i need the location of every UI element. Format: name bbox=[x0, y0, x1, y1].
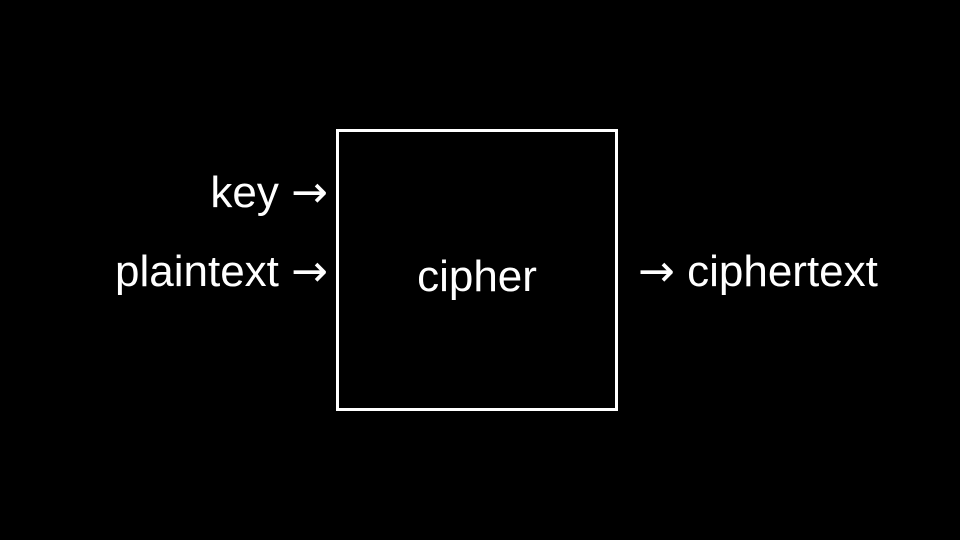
ciphertext-arrow-icon: → bbox=[638, 246, 675, 297]
plaintext-arrow-icon: → bbox=[291, 246, 328, 297]
plaintext-text: plaintext bbox=[115, 247, 279, 296]
key-arrow-icon: → bbox=[291, 167, 328, 218]
cipher-label: cipher bbox=[417, 252, 537, 301]
key-text: key bbox=[210, 168, 279, 217]
ciphertext-output-label: → ciphertext bbox=[638, 250, 878, 294]
key-input-label: key → bbox=[210, 171, 328, 215]
cipher-box: cipher bbox=[336, 129, 618, 411]
ciphertext-text: ciphertext bbox=[687, 247, 878, 296]
plaintext-input-label: plaintext → bbox=[115, 250, 328, 294]
